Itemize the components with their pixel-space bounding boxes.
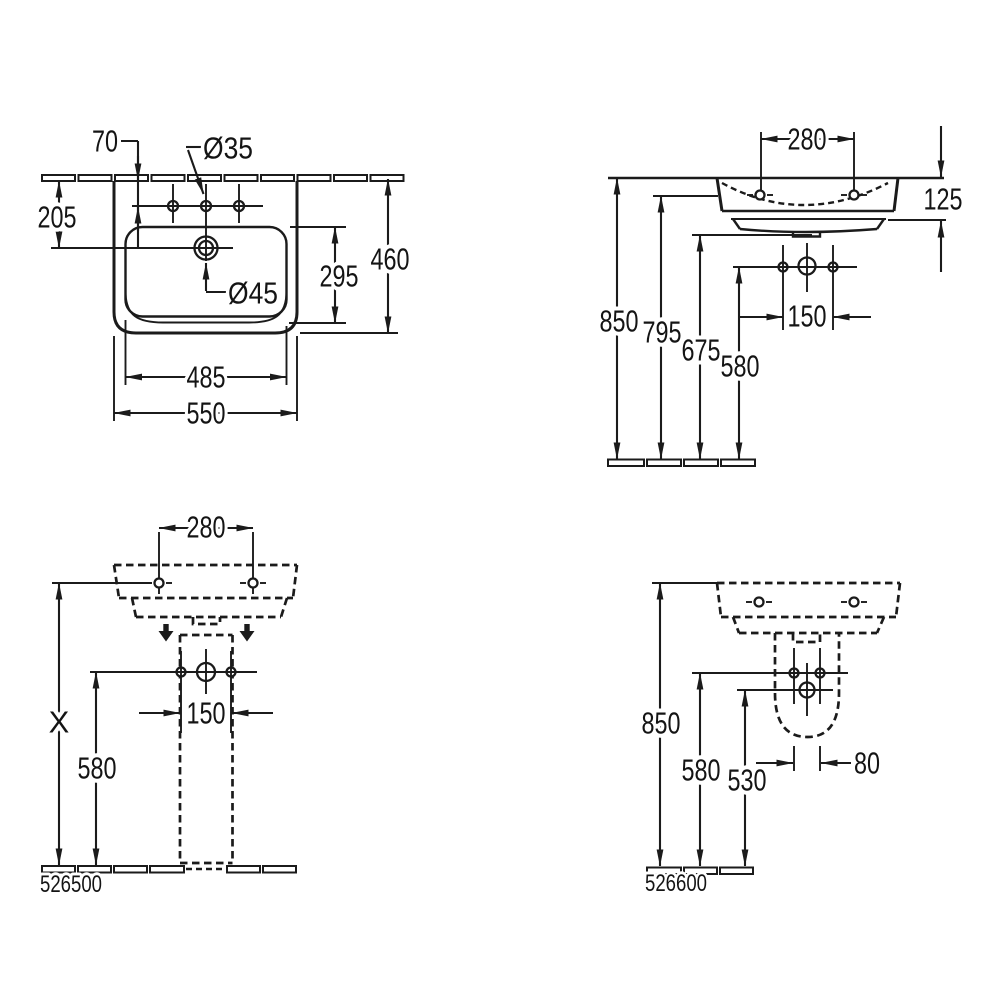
dim-bowl-width: 485 — [124, 320, 288, 399]
dim-label-580-pedestal: 580 — [78, 751, 117, 786]
pedestal-view: 280 X — [37, 506, 299, 901]
wall-hatch — [41, 174, 405, 182]
dim-label-80: 80 — [854, 746, 880, 781]
dim-tap-setback: 70 — [88, 120, 142, 248]
dim-fixing-spacing-pedestal: 280 — [158, 506, 254, 594]
dim-label-485: 485 — [187, 360, 226, 395]
dim-overall-width: 550 — [113, 336, 298, 435]
dim-bracket-spacing-front: 150 — [739, 295, 871, 338]
fixing-hole-left-semi — [753, 596, 765, 608]
dim-label-280-front: 280 — [788, 122, 827, 157]
dim-fixing-height: 795 — [639, 195, 718, 460]
dim-rim-height-front: 850 — [596, 177, 643, 460]
dim-label-150-pedestal: 150 — [187, 696, 226, 731]
article-number-semi-pedestal: 526600 — [645, 870, 707, 897]
dim-rim-height-semi: 850 — [638, 582, 685, 867]
bowl-hidden-edge — [721, 181, 889, 207]
fixing-hole-right — [848, 189, 860, 201]
dim-fixing-spacing: 280 — [760, 118, 855, 190]
dim-label-675: 675 — [682, 333, 721, 368]
dim-label-dia35: Ø35 — [203, 131, 253, 166]
dim-overall-depth: 460 — [300, 178, 414, 334]
basin-hidden-outline-semi — [715, 581, 902, 644]
dim-rim-height-pedestal: X — [45, 582, 74, 866]
assembly-arrow-right — [239, 624, 255, 642]
basin-profile — [715, 177, 900, 238]
dim-label-dia45: Ø45 — [228, 276, 278, 311]
dim-label-150-front: 150 — [788, 299, 827, 334]
dim-tap-hole-diameter: Ø35 — [186, 127, 257, 195]
dim-label-530: 530 — [728, 763, 767, 798]
floor-hatch-front — [607, 458, 756, 467]
dim-label-550: 550 — [187, 396, 226, 431]
basin-bowl-front-edge — [124, 290, 288, 324]
fixing-hole-left — [754, 189, 766, 201]
front-view: 280 125 150 850 — [596, 118, 967, 467]
dim-label-850-front: 850 — [600, 304, 639, 339]
plan-center-lines — [51, 184, 263, 261]
plan-view: 70 Ø35 205 Ø45 295 460 — [34, 120, 414, 435]
basin-outer-outline — [112, 181, 299, 335]
fixing-hole-left-pedestal — [153, 577, 165, 589]
dim-bracket-height-pedestal: 580 — [74, 671, 121, 866]
dim-label-295: 295 — [320, 259, 359, 294]
dim-rim-thickness: 125 — [888, 126, 967, 272]
dim-label-795: 795 — [643, 315, 682, 350]
semi-pedestal-hidden-outline — [773, 633, 841, 739]
dim-bracket-spacing-pedestal: 150 — [139, 692, 273, 735]
basin-hidden-outline — [112, 563, 299, 626]
dim-outlet-diameter: Ø45 — [202, 262, 282, 315]
floor-hatch-semi — [646, 866, 754, 875]
dim-bracket-height-front: 580 — [717, 266, 764, 460]
fixing-hole-right-semi — [848, 596, 860, 608]
dim-bowl-depth: 295 — [289, 226, 363, 324]
dim-bracket-height-semi: 580 — [678, 672, 725, 867]
semi-pedestal-center-lines — [692, 648, 848, 771]
dim-label-x: X — [49, 705, 70, 740]
pedestal-center-lines — [90, 649, 257, 733]
dim-label-850-semi: 850 — [642, 706, 681, 741]
dim-label-280-pedestal: 280 — [187, 510, 226, 545]
dim-underside-height: 675 — [678, 234, 812, 460]
assembly-arrow-left — [158, 624, 174, 642]
dim-label-125: 125 — [924, 182, 963, 217]
dim-label-70: 70 — [92, 124, 118, 159]
dim-label-460: 460 — [371, 242, 410, 277]
dim-outlet-height-semi: 530 — [724, 689, 771, 867]
dim-label-580-semi: 580 — [682, 753, 721, 788]
dim-label-580-front: 580 — [721, 349, 760, 384]
dim-rear-to-outlet: 205 — [34, 180, 81, 249]
dim-bracket-spacing-semi: 80 — [756, 742, 884, 785]
fixing-hole-right-pedestal — [247, 577, 259, 589]
semi-pedestal-view: 850 580 530 80 526600 — [638, 581, 902, 900]
floor-hatch-pedestal — [41, 865, 297, 874]
article-number-pedestal: 526500 — [40, 871, 102, 898]
dim-label-205: 205 — [38, 200, 77, 235]
